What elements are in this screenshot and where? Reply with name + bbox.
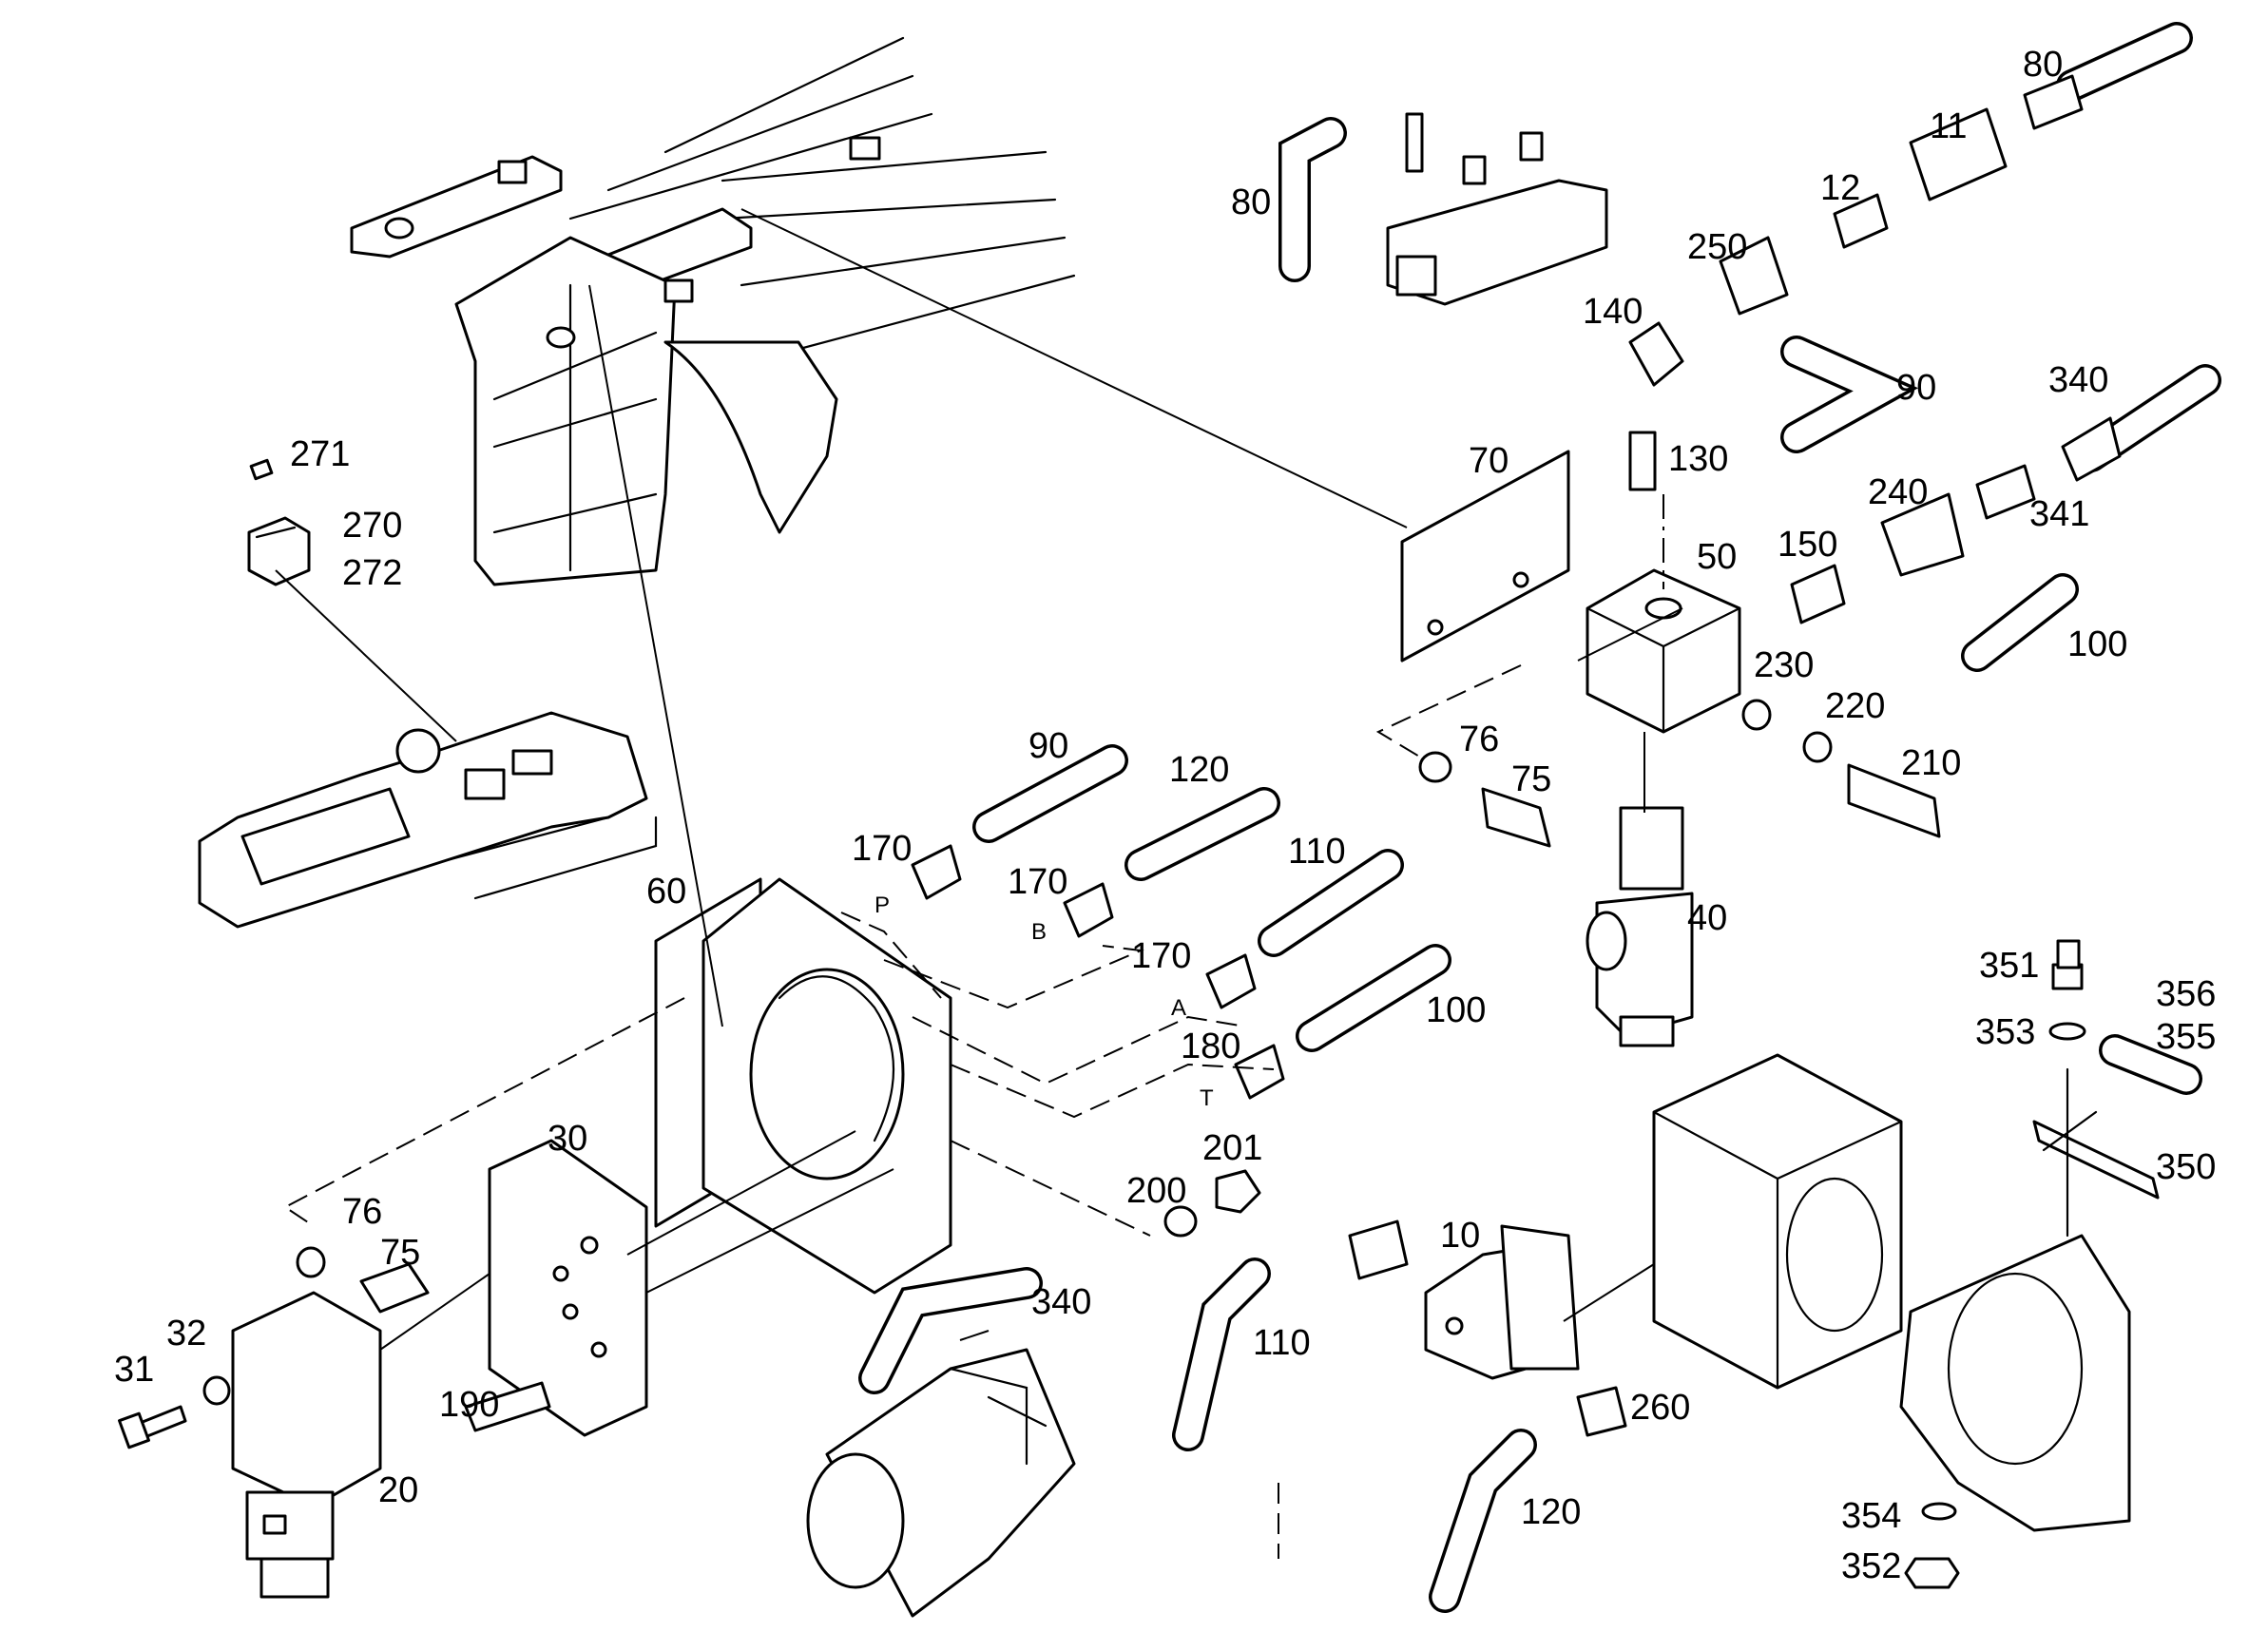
ref-75-left: 75 <box>380 1233 420 1273</box>
ref-12: 12 <box>1820 168 1860 208</box>
ref-355: 355 <box>2156 1017 2216 1057</box>
ref-353: 353 <box>1975 1012 2035 1052</box>
hose-set-lower <box>1172 1219 1627 1613</box>
ref-170-a: 170 <box>852 829 912 869</box>
switch-assembly <box>247 458 311 586</box>
valve-block-30 <box>488 1139 648 1437</box>
ref-76-right: 76 <box>1459 720 1499 759</box>
cartridge-40 <box>1586 806 1694 1047</box>
bracket-350 <box>1899 939 2202 1589</box>
port-letters: P B A T <box>875 893 1214 1111</box>
fasteners-right <box>1418 751 1551 848</box>
ref-271: 271 <box>290 434 350 474</box>
reference-numbers: 80 11 12 250 140 90 80 130 340 240 341 1… <box>114 45 2216 1586</box>
ref-340-bottom: 340 <box>1031 1282 1091 1322</box>
ref-130: 130 <box>1668 439 1728 479</box>
ref-76-left: 76 <box>342 1192 382 1232</box>
ref-230: 230 <box>1754 645 1814 685</box>
port-label-t: T <box>1200 1085 1214 1111</box>
hose-set-middle <box>911 744 1451 1100</box>
ref-40: 40 <box>1687 898 1727 938</box>
ref-190: 190 <box>439 1385 499 1425</box>
ref-100-mid: 100 <box>1426 990 1486 1030</box>
ref-352: 352 <box>1841 1546 1901 1586</box>
ref-350: 350 <box>2156 1147 2216 1187</box>
ref-70: 70 <box>1469 441 1509 481</box>
frame-block <box>849 136 881 161</box>
frame-hole <box>546 326 576 349</box>
ref-90-mid: 90 <box>1028 726 1068 766</box>
ref-31: 31 <box>114 1350 154 1390</box>
frame-block <box>497 160 528 184</box>
ref-75-right: 75 <box>1511 759 1551 799</box>
machine-frame <box>350 36 1076 586</box>
ref-110-mid: 110 <box>1288 832 1346 872</box>
ref-210: 210 <box>1901 743 1961 783</box>
fan-housing <box>1652 1053 1903 1390</box>
ref-140: 140 <box>1583 292 1643 332</box>
fasteners-left <box>118 1246 551 1449</box>
ref-250: 250 <box>1687 227 1747 267</box>
ref-60: 60 <box>646 872 686 912</box>
hose-chain-top <box>1628 22 2193 491</box>
frame-hole <box>384 217 414 240</box>
ref-90-top: 90 <box>1896 368 1936 408</box>
ref-270: 270 <box>342 506 402 546</box>
block-50 <box>1586 568 1741 734</box>
port-label-a: A <box>1171 995 1186 1021</box>
ref-20: 20 <box>378 1470 418 1510</box>
ref-30: 30 <box>548 1119 587 1159</box>
ref-150: 150 <box>1778 525 1837 565</box>
plate-70 <box>1400 450 1570 662</box>
ref-272: 272 <box>342 553 402 593</box>
ref-220: 220 <box>1825 686 1885 726</box>
ref-340-top: 340 <box>2048 360 2108 400</box>
port-label-b: B <box>1031 919 1047 945</box>
hydraulic-pump-340 <box>806 1267 1076 1618</box>
port-label-p: P <box>875 893 890 918</box>
ref-240: 240 <box>1868 472 1928 512</box>
ref-11: 11 <box>1930 106 1967 146</box>
ref-180: 180 <box>1181 1027 1240 1066</box>
ref-110-bottom: 110 <box>1253 1323 1311 1363</box>
gear-pump-10 <box>1424 1224 1580 1380</box>
ref-80-top: 80 <box>2023 45 2063 85</box>
ref-351: 351 <box>1979 946 2039 986</box>
ref-356: 356 <box>2156 974 2216 1014</box>
ref-32: 32 <box>166 1314 206 1353</box>
control-console <box>198 711 658 929</box>
ref-170-c: 170 <box>1131 936 1191 976</box>
ref-120-mid: 120 <box>1169 750 1229 790</box>
ref-260: 260 <box>1630 1388 1690 1428</box>
washer-nut-200-201 <box>1163 1169 1261 1238</box>
frame-block <box>663 278 694 303</box>
ref-80-left: 80 <box>1231 182 1271 222</box>
ref-100-top: 100 <box>2067 624 2127 664</box>
mount-plate-60 <box>654 877 952 1295</box>
ref-201: 201 <box>1202 1128 1262 1168</box>
ref-170-b: 170 <box>1008 862 1067 902</box>
hose-chain-middle <box>1741 364 2221 838</box>
ref-354: 354 <box>1841 1496 1901 1536</box>
ref-341: 341 <box>2029 494 2089 534</box>
leader-lines <box>275 208 1683 1351</box>
ref-120-bottom: 120 <box>1521 1492 1581 1532</box>
ref-200: 200 <box>1126 1171 1186 1211</box>
solenoid-20 <box>231 1291 382 1599</box>
pump-cluster-top <box>1278 112 1608 306</box>
ref-50: 50 <box>1697 537 1737 577</box>
ref-10: 10 <box>1440 1216 1480 1256</box>
